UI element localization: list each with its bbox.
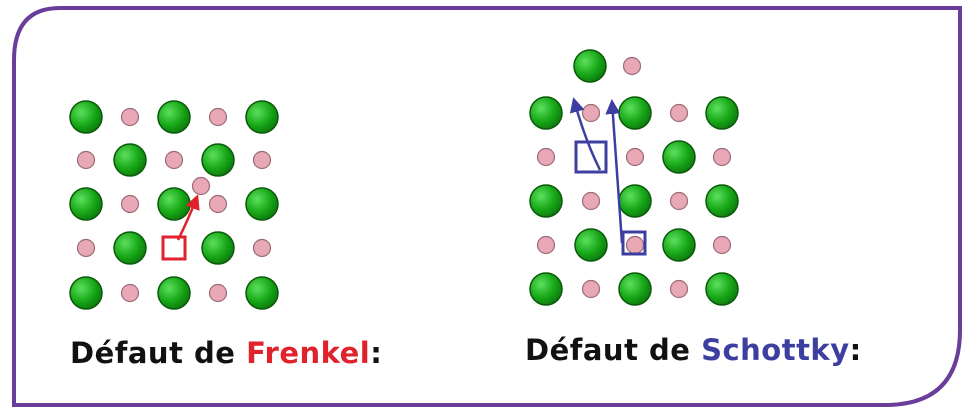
large-atom (246, 277, 278, 309)
large-atom (70, 188, 102, 220)
large-atom (530, 97, 562, 129)
vacancy-square (576, 142, 606, 172)
large-atom (619, 185, 651, 217)
surface-large-atom (574, 50, 606, 82)
large-atom (706, 185, 738, 217)
large-atom (202, 232, 234, 264)
large-atom (70, 101, 102, 133)
small-atom (210, 196, 227, 213)
small-atom (538, 149, 555, 166)
large-atom (158, 188, 190, 220)
frenkel-caption-name: Frenkel (246, 336, 370, 370)
small-atom (671, 281, 688, 298)
large-atom (663, 229, 695, 261)
large-atom (619, 97, 651, 129)
schottky-caption-suffix: : (850, 333, 862, 367)
schottky-caption-prefix: Défaut de (525, 333, 701, 367)
frenkel-caption-prefix: Défaut de (70, 336, 246, 370)
small-atom (122, 109, 139, 126)
large-atom (114, 144, 146, 176)
large-atom (530, 185, 562, 217)
small-atom (671, 193, 688, 210)
large-atom (158, 277, 190, 309)
large-atom (246, 101, 278, 133)
large-atom (575, 229, 607, 261)
large-atom (158, 101, 190, 133)
small-atom (714, 237, 731, 254)
vacancy-square (163, 237, 185, 259)
interstitial-atom (193, 178, 210, 195)
small-atom (254, 240, 271, 257)
large-atom (246, 188, 278, 220)
small-atom (122, 196, 139, 213)
small-atom (671, 105, 688, 122)
schottky-lattice (530, 50, 738, 305)
small-atom (627, 237, 644, 254)
large-atom (530, 273, 562, 305)
large-atom (663, 141, 695, 173)
surface-small-atom (624, 58, 641, 75)
large-atom (706, 97, 738, 129)
large-atom (619, 273, 651, 305)
small-atom (78, 152, 95, 169)
small-atom (583, 105, 600, 122)
frenkel-caption-suffix: : (370, 336, 382, 370)
large-atom (706, 273, 738, 305)
schottky-caption-name: Schottky (701, 333, 850, 367)
small-atom (583, 281, 600, 298)
large-atom (114, 232, 146, 264)
small-atom (538, 237, 555, 254)
small-atom (583, 193, 600, 210)
large-atom (70, 277, 102, 309)
small-atom (210, 285, 227, 302)
large-atom (202, 144, 234, 176)
schottky-caption: Défaut de Schottky: (525, 333, 862, 367)
frenkel-lattice (70, 101, 278, 309)
frenkel-caption: Défaut de Frenkel: (70, 336, 382, 370)
small-atom (627, 149, 644, 166)
small-atom (122, 285, 139, 302)
small-atom (714, 149, 731, 166)
small-atom (210, 109, 227, 126)
small-atom (166, 152, 183, 169)
small-atom (78, 240, 95, 257)
small-atom (254, 152, 271, 169)
schottky-arrow-2 (612, 102, 622, 243)
